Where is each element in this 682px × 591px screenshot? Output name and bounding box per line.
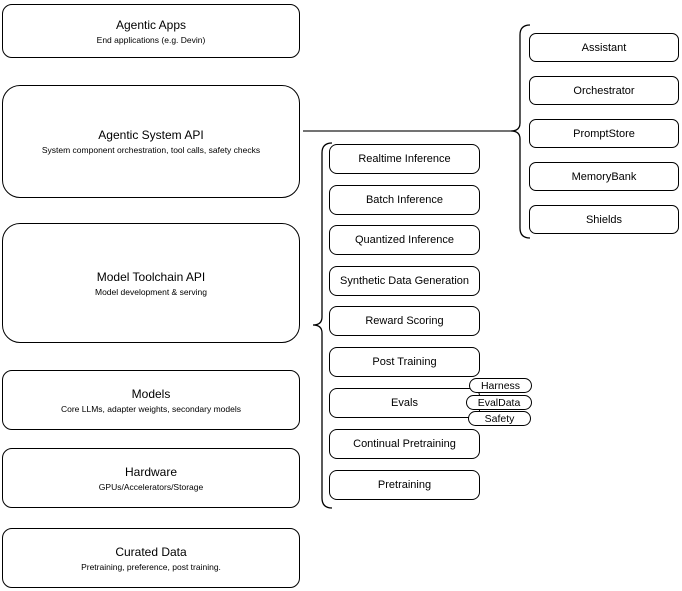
toolchain-item-label: Evals [391,397,418,409]
toolchain-item-evals: Evals [329,388,480,418]
component-label: Orchestrator [573,84,635,97]
component-memorybank: MemoryBank [529,162,679,191]
toolchain-item-label: Reward Scoring [365,315,444,327]
component-promptstore: PromptStore [529,119,679,148]
node-title: Models [131,386,171,401]
node-subtitle: Model development & serving [95,286,207,297]
toolchain-item-label: Quantized Inference [354,234,455,246]
toolchain-item-label: Synthetic Data Generation [339,275,470,287]
node-title: Model Toolchain API [96,269,206,284]
toolchain-item-post-training: Post Training [329,347,480,377]
component-label: Shields [585,213,623,226]
components-brace [510,24,531,239]
node-subtitle: System component orchestration, tool cal… [41,145,261,155]
node-title: Agentic System API [98,128,204,142]
eval-tag-label: Safety [484,412,515,425]
toolchain-item-quantized-inference: Quantized Inference [329,225,480,255]
toolchain-item-reward-scoring: Reward Scoring [329,306,480,336]
toolchain-item-realtime-inference: Realtime Inference [329,144,480,174]
eval-tag-label: Harness [480,379,521,392]
component-label: PromptStore [573,127,635,140]
toolchain-item-synthetic-data-generation: Synthetic Data Generation [329,266,480,296]
node-subtitle: Core LLMs, adapter weights, secondary mo… [60,403,241,414]
eval-tag-harness: Harness [469,378,532,393]
toolchain-item-batch-inference: Batch Inference [329,185,480,215]
node-title: Agentic Apps [115,17,187,32]
toolchain-item-label: Realtime Inference [358,153,451,165]
node-title: Hardware [124,464,178,479]
component-assistant: Assistant [529,33,679,62]
eval-tag-label: EvalData [477,396,521,409]
node-agentic-system-api: Agentic System API System component orch… [2,85,300,198]
eval-tag-safety: Safety [468,411,531,426]
toolchain-item-label: Pretraining [377,479,432,491]
eval-tag-evaldata: EvalData [466,395,532,410]
node-models: Models Core LLMs, adapter weights, secon… [2,370,300,430]
node-model-toolchain-api: Model Toolchain API Model development & … [2,223,300,343]
toolchain-item-pretraining: Pretraining [329,470,480,500]
node-agentic-apps: Agentic Apps End applications (e.g. Devi… [2,4,300,58]
toolchain-item-continual-pretraining: Continual Pretraining [329,429,480,459]
node-subtitle: GPUs/Accelerators/Storage [98,481,204,492]
node-curated-data: Curated Data Pretraining, preference, po… [2,528,300,588]
component-orchestrator: Orchestrator [529,76,679,105]
toolchain-item-label: Continual Pretraining [353,438,456,450]
node-hardware: Hardware GPUs/Accelerators/Storage [2,448,300,508]
node-title: Curated Data [115,544,187,559]
toolchain-item-label: Batch Inference [365,194,444,206]
node-subtitle: End applications (e.g. Devin) [96,34,206,45]
node-subtitle: Pretraining, preference, post training. [81,561,221,572]
component-label: MemoryBank [571,170,637,183]
component-label: Assistant [581,41,627,54]
toolchain-item-label: Post Training [372,356,437,368]
component-shields: Shields [529,205,679,234]
